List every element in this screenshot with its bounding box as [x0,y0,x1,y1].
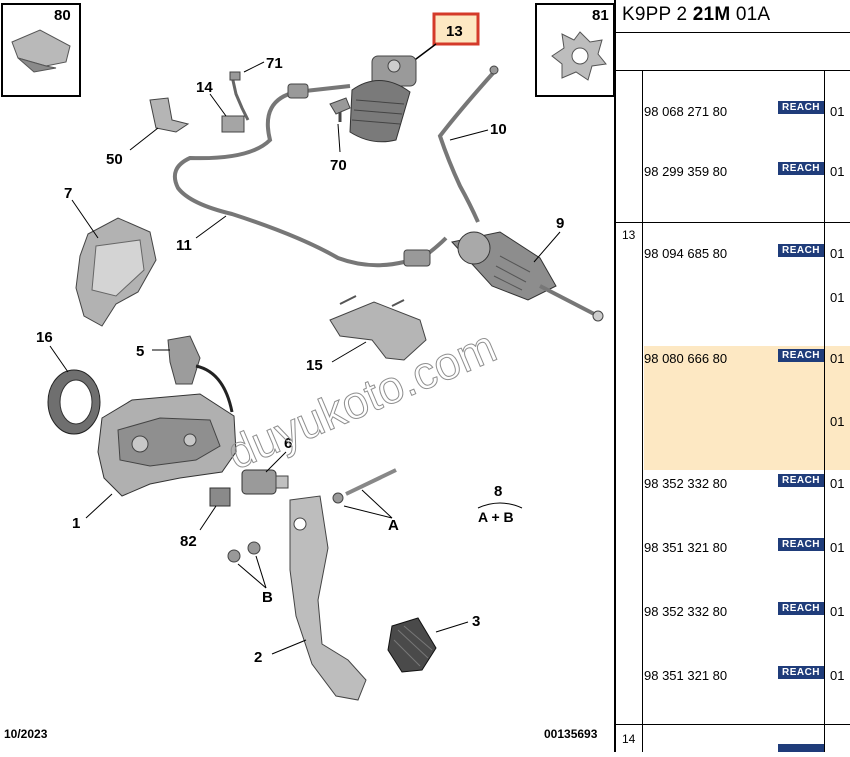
svg-text:5: 5 [136,343,144,360]
svg-text:10: 10 [490,121,507,138]
svg-text:A: A [388,517,399,534]
catalog-header: K9PP 2 21M 01A [616,0,850,33]
quantity: 01 [830,668,845,683]
part-13-slave-cylinder[interactable] [349,55,417,143]
catalog-code: K9PP 2 21M 01A [622,4,771,25]
quantity: 01 [830,246,845,261]
svg-text:A + B: A + B [478,509,514,525]
part-number[interactable]: 98 352 332 80 [644,604,728,619]
svg-text:9: 9 [556,215,564,232]
diagram-date: 10/2023 [4,727,48,741]
quantity: 01 [830,104,845,119]
part-number[interactable]: 98 351 321 80 [644,540,728,555]
reach-badge: REACH [778,162,824,175]
part-5-switch[interactable]: 5 [136,335,234,413]
part-50-clip[interactable]: 50 [106,97,190,168]
diagram-ref: 00135693 [544,727,598,741]
reach-badge-partial [778,744,824,752]
exploded-diagram: 80 81 13 71 14 50 70 [1,3,615,741]
watermark: duyukoto.com [220,319,504,479]
svg-text:B: B [262,589,273,606]
reach-badge: REACH [778,538,824,551]
svg-text:6: 6 [284,435,292,452]
svg-text:70: 70 [330,157,347,174]
reach-badge: REACH [778,244,824,257]
part-11-pipe[interactable]: 11 [173,83,448,268]
svg-text:15: 15 [306,357,323,374]
quantity: 01 [830,604,845,619]
part-bolt-a[interactable]: A [332,468,399,534]
part-70-bolt[interactable]: 70 [329,97,351,174]
quantity: 01 [830,540,845,555]
quantity: 01 [830,476,845,491]
part-15-bracket[interactable]: 15 [306,295,427,374]
part-2-pedal[interactable]: 2 [254,495,367,701]
part-81-box[interactable]: 81 [535,3,615,97]
quantity: 01 [830,351,845,366]
svg-text:50: 50 [106,151,123,168]
part-71-hose[interactable]: 71 [229,55,283,121]
part-82-clip[interactable]: 82 [180,487,231,550]
svg-text:2: 2 [254,649,262,666]
reach-badge: REACH [778,602,824,615]
group-13-label: 13 [622,228,636,242]
svg-text:82: 82 [180,533,197,550]
part-number[interactable]: 98 094 685 80 [644,246,728,261]
svg-text:7: 7 [64,185,72,202]
callout-81: 81 [592,7,609,24]
part-10-rod[interactable]: 10 [437,65,507,223]
parts-panel: K9PP 2 21M 01A 13 14 98 068 271 80 REACH… [614,0,850,752]
part-16-seal[interactable]: 16 [36,329,101,435]
part-7-cover[interactable]: 7 [64,185,157,327]
svg-text:1: 1 [72,515,80,532]
reach-badge: REACH [778,101,824,114]
part-number[interactable]: 98 080 666 80 [644,351,728,366]
highlight-row [644,346,850,470]
svg-text:11: 11 [176,237,192,254]
svg-text:3: 3 [472,613,480,630]
part-number[interactable]: 98 299 359 80 [644,164,728,179]
callout-13-highlight[interactable]: 13 [411,12,480,63]
part-80-box[interactable]: 80 [1,3,81,97]
group-14-label: 14 [622,732,636,746]
reach-badge: REACH [778,474,824,487]
svg-text:71: 71 [266,55,283,72]
quantity: 01 [830,290,845,305]
svg-text:8: 8 [494,483,502,500]
part-number[interactable]: 98 068 271 80 [644,104,728,119]
part-6-sensor[interactable]: 6 [241,435,292,495]
svg-text:13: 13 [446,23,463,40]
svg-text:16: 16 [36,329,53,346]
quantity: 01 [830,164,845,179]
quantity: 01 [830,414,845,429]
part-number[interactable]: 98 352 332 80 [644,476,728,491]
part-3-pad[interactable]: 3 [387,613,480,673]
part-9-master-cylinder[interactable]: 9 [451,215,604,322]
part-number[interactable]: 98 351 321 80 [644,668,728,683]
callout-8-kit[interactable]: 8 A + B [477,483,523,525]
reach-badge: REACH [778,666,824,679]
reach-badge: REACH [778,349,824,362]
part-1-pedal-box[interactable]: 1 [72,393,237,532]
callout-80: 80 [54,7,71,24]
part-14-clip[interactable]: 14 [196,79,245,133]
part-nut-b[interactable]: B [227,541,273,606]
svg-text:14: 14 [196,79,213,96]
